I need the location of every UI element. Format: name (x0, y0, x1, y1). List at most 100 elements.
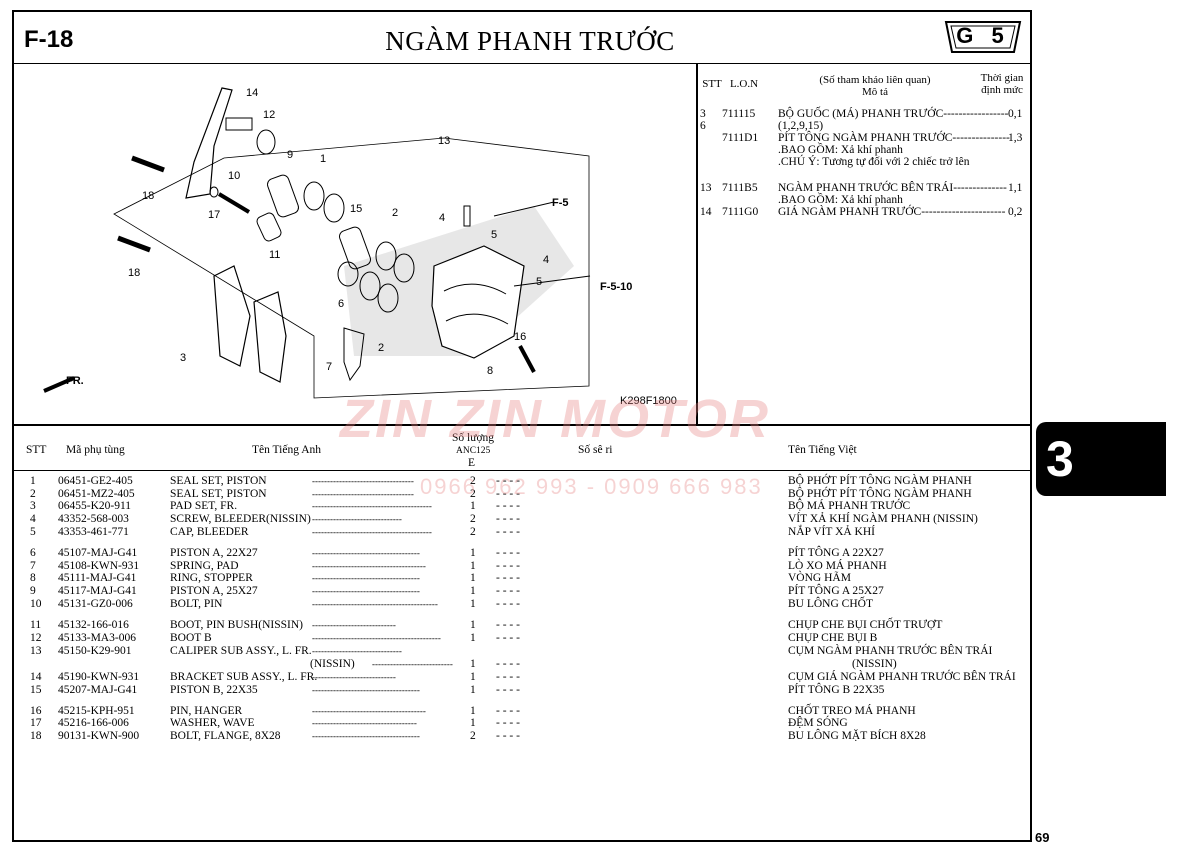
page-frame (12, 10, 1032, 842)
exploded-diagram: 14 12 9 1 13 18 10 17 15 2 4 5 F-5 11 18… (14, 66, 696, 424)
cell-part-number: 06451-GE2-405 (58, 475, 133, 487)
cell-english-name: PISTON A, 22X27 (170, 547, 258, 559)
assembly-outline (113, 137, 590, 399)
horizontal-divider (12, 424, 1032, 426)
cell-leader: ---------------------------------------- (312, 501, 432, 511)
pin-bolt (217, 192, 251, 214)
cell-serial-cols: - - - - (496, 513, 520, 525)
cell-qty: 1 (470, 658, 476, 670)
cell-stt: 6 (30, 547, 36, 559)
cell-stt: 7 (30, 560, 36, 572)
cell-serial-cols: - - - - (496, 526, 520, 538)
cell-qty: 2 (470, 526, 476, 538)
cell-english-name: BOLT, PIN (170, 598, 223, 610)
cell-qty: 1 (470, 619, 476, 631)
table-row[interactable]: (NISSIN)---------------------------1- - … (12, 658, 1032, 670)
watermark-brand: ZIN ZIN MOTOR (340, 389, 770, 449)
ref-desc: (1,2,9,15) (778, 120, 824, 132)
cell-vietnamese-name: PÍT TÔNG A 22X27 (788, 547, 884, 559)
cell-qty: 2 (470, 730, 476, 742)
cell-qty: 1 (470, 717, 476, 729)
cell-serial-cols: - - - - (496, 730, 520, 742)
cell-vietnamese-name: BỘ PHỚT PÍT TÔNG NGÀM PHANH (788, 475, 972, 487)
ref-stt: 6 (700, 120, 706, 132)
cell-qty: 1 (470, 684, 476, 696)
col-header-qty: Số lượng (452, 432, 495, 444)
piston-15 (339, 226, 371, 270)
cell-qty: 1 (470, 500, 476, 512)
arrow-f510 (513, 275, 591, 287)
cell-qty: 2 (470, 488, 476, 500)
hanger-pin (518, 345, 536, 373)
ref-header-time2: định mức (981, 84, 1023, 96)
col-header-type: E (468, 457, 476, 469)
cell-english-name: SPRING, PAD (170, 560, 239, 572)
cell-vietnamese-name: BỘ MÁ PHANH TRƯỚC (788, 500, 911, 512)
group-badge-frame (944, 21, 1022, 53)
cell-qty: 1 (470, 547, 476, 559)
cell-english-name: BOLT, FLANGE, 8X28 (170, 730, 281, 742)
ref-time: 1,3 (1008, 132, 1023, 144)
cell-serial-cols: - - - - (496, 475, 520, 487)
cell-vietnamese-name: CHỐT TREO MÁ PHANH (788, 705, 916, 717)
bracket-part (185, 87, 233, 199)
table-header-divider (12, 470, 1032, 471)
cell-part-number: 45215-KPH-951 (58, 705, 135, 717)
cell-part-number: 45133-MA3-006 (58, 632, 136, 644)
callout: F-5 (552, 197, 569, 209)
cell-serial-cols: - - - - (496, 684, 520, 696)
cell-serial-cols: - - - - (496, 619, 520, 631)
callout: 14 (246, 87, 258, 99)
cell-qty: 1 (470, 705, 476, 717)
cell-qty: 2 (470, 475, 476, 487)
callout: 10 (228, 170, 240, 182)
pad-spring (343, 327, 365, 382)
cell-leader: ------------------------------------ (312, 685, 420, 695)
ref-header-time1: Thời gian (980, 72, 1024, 84)
cell-vietnamese-name: PÍT TÔNG A 25X27 (788, 585, 884, 597)
cell-part-number: 06451-MZ2-405 (58, 488, 135, 500)
cell-part-number: 45131-GZ0-006 (58, 598, 133, 610)
callout: 11 (269, 249, 280, 261)
cell-stt: 11 (30, 619, 42, 631)
cell-english-name: PAD SET, FR. (170, 500, 238, 512)
ref-desc: NGÀM PHANH TRƯỚC BÊN TRÁI-------------- (778, 182, 1007, 194)
group-badge: G 5 (942, 20, 1024, 54)
ref-desc: .CHÚ Ý: Tương tự đối với 2 chiếc trở lên (778, 156, 970, 168)
seal-2b (393, 253, 415, 283)
seal-2d (377, 283, 399, 313)
cell-stt: 10 (30, 598, 42, 610)
header-bar (12, 10, 1032, 64)
callout: 4 (543, 254, 549, 266)
cell-vietnamese-name: VÍT XẢ KHÍ NGÀM PHANH (NISSIN) (788, 513, 978, 525)
cell-qty: 2 (470, 513, 476, 525)
cell-leader: ---------------------------- (312, 672, 396, 682)
cell-leader: ---------------------------------- (312, 489, 414, 499)
front-arrow-icon (43, 376, 75, 393)
pin-boot (256, 212, 282, 242)
cell-serial-cols: - - - - (496, 598, 520, 610)
cell-serial-cols: - - - - (496, 572, 520, 584)
callout: 7 (326, 361, 332, 373)
cell-qty: 1 (470, 560, 476, 572)
ref-desc: .BAO GỒM: Xả khí phanh (778, 194, 903, 206)
section-tab[interactable]: 3 (1036, 422, 1166, 496)
